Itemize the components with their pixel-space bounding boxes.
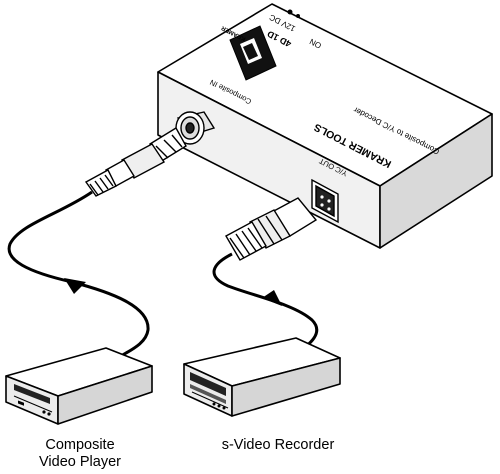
kramer-logo bbox=[229, 25, 277, 81]
composite-cable bbox=[7, 190, 150, 360]
composite-video-player bbox=[5, 347, 153, 425]
svideo-recorder bbox=[183, 337, 341, 417]
player-caption-line1: Composite bbox=[45, 437, 115, 453]
composite-flow-arrow bbox=[64, 278, 86, 294]
recorder-caption: s-Video Recorder bbox=[188, 437, 368, 454]
svideo-cable-plug bbox=[225, 197, 318, 261]
bnc-input-jack bbox=[175, 111, 216, 145]
player-caption-line2: Video Player bbox=[39, 454, 121, 470]
bnc-cable-plug bbox=[84, 127, 187, 197]
power-led bbox=[287, 9, 300, 18]
svideo-flow-arrow bbox=[262, 290, 282, 306]
player-caption: Composite Video Player bbox=[0, 437, 160, 471]
recorder-caption-line: s-Video Recorder bbox=[221, 437, 335, 453]
svideo-out-port bbox=[311, 178, 339, 224]
decoder-side-face bbox=[379, 113, 493, 249]
